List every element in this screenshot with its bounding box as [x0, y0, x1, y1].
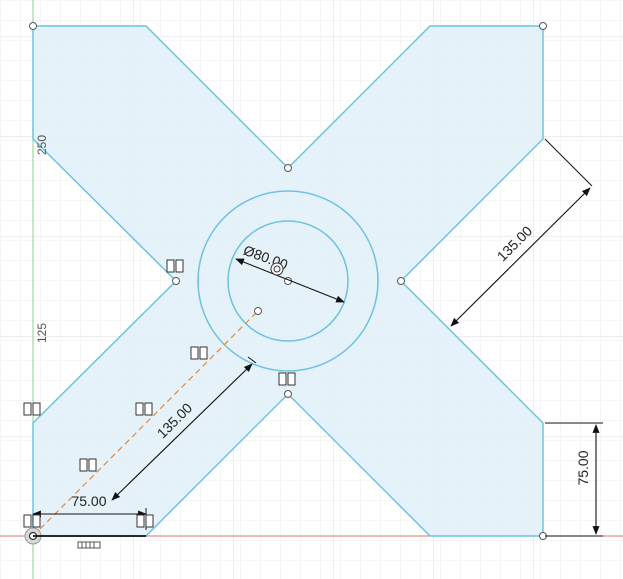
sketch-point[interactable]: [284, 164, 292, 172]
horizontal-vertical-constraint-icon[interactable]: [23, 514, 41, 528]
sketch-point[interactable]: [29, 22, 37, 30]
sketch-point[interactable]: [539, 22, 547, 30]
horizontal-vertical-constraint-icon[interactable]: [79, 458, 97, 472]
ruler-label: 125: [35, 323, 49, 343]
horizontal-vertical-constraint-icon[interactable]: [135, 402, 153, 416]
inner-circle[interactable]: [227, 220, 349, 342]
horizontal-vertical-constraint-icon[interactable]: [166, 259, 184, 273]
sketch-point[interactable]: [397, 277, 405, 285]
ruler-label: 250: [35, 135, 49, 155]
horizontal-vertical-constraint-icon[interactable]: [190, 346, 208, 360]
sketch-point[interactable]: [254, 307, 262, 315]
dimension-label[interactable]: 75.00: [575, 450, 591, 485]
sketch-points[interactable]: [29, 22, 547, 540]
horizontal-vertical-constraint-icon[interactable]: [136, 514, 154, 528]
outer-circle[interactable]: [197, 190, 379, 372]
dimension-label[interactable]: 75.00: [71, 493, 106, 509]
horizontal-vertical-constraint-icon[interactable]: [278, 372, 296, 386]
horizontal-vertical-constraint-icon[interactable]: [23, 402, 41, 416]
construction-line[interactable]: [32, 310, 259, 537]
concentric-constraint-icon[interactable]: [270, 262, 284, 276]
dimension-bottom-left-length[interactable]: 75.00: [32, 493, 147, 530]
sketch-palette-icon[interactable]: [77, 541, 101, 549]
sketch-point[interactable]: [284, 390, 292, 398]
sketch-point[interactable]: [172, 277, 180, 285]
dimension-right-vertical-length[interactable]: 75.00: [545, 422, 603, 537]
constraint-icons[interactable]: [23, 259, 296, 528]
